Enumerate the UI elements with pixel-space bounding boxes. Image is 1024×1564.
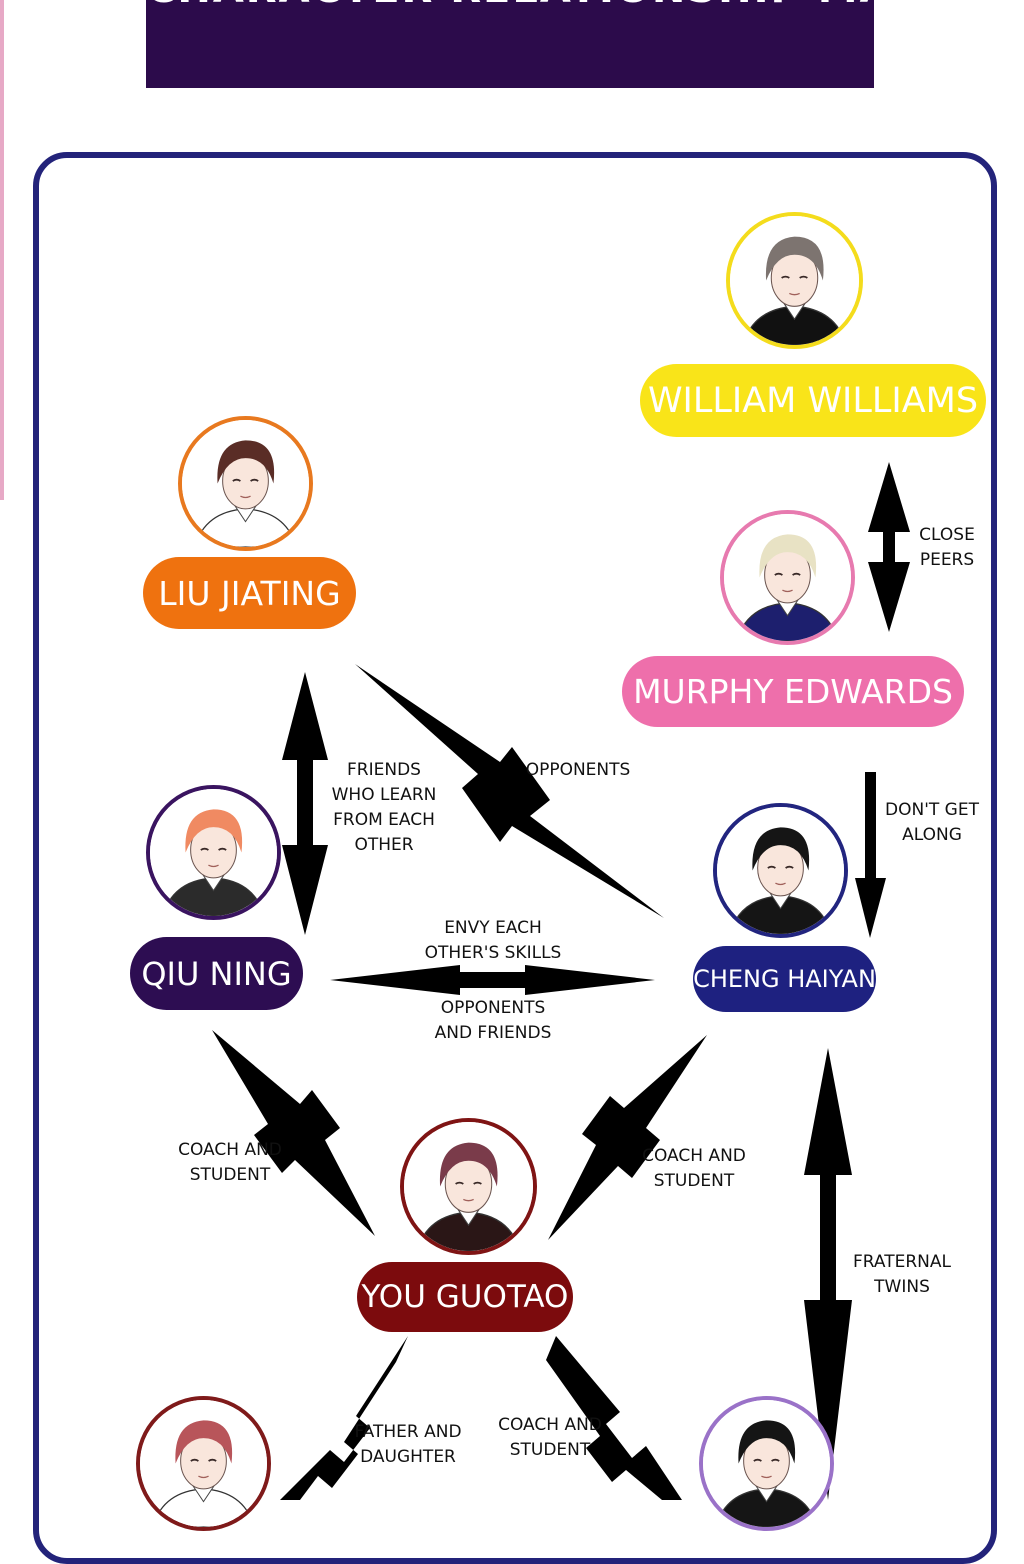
name-you-guotao: YOU GUOTAO — [357, 1262, 573, 1332]
title-banner: CHARACTER RELATIONSHIP MAP — [146, 0, 874, 88]
name-murphy-edwards: MURPHY EDWARDS — [622, 656, 964, 727]
arrow-fraternal-twins — [804, 1048, 852, 1500]
arrow-opponents — [355, 664, 664, 918]
relationship-arrows — [212, 462, 910, 1500]
liu-jiating-avatar — [178, 416, 313, 551]
page-title: CHARACTER RELATIONSHIP MAP — [146, 0, 874, 12]
arrow-coach-bottom — [546, 1336, 682, 1500]
label-opponents: OPPONENTS — [525, 760, 631, 780]
portrait-illustration — [150, 789, 277, 916]
name-cheng-haiyan: CHENG HAIYAN — [693, 946, 876, 1012]
twin-sister-avatar — [699, 1396, 834, 1531]
arrow-father-daughter — [280, 1336, 408, 1500]
murphy-edwards-avatar — [720, 510, 855, 645]
name-qiu-ning: QIU NING — [130, 937, 303, 1010]
daughter-avatar — [136, 1396, 271, 1531]
arrow-envy-skills — [330, 965, 655, 995]
arrow-coach-right — [548, 1035, 707, 1240]
portrait-illustration — [404, 1122, 533, 1251]
cheng-haiyan-avatar — [713, 803, 848, 938]
arrow-friends-learn — [282, 672, 328, 935]
portrait-illustration — [717, 807, 844, 934]
arrow-dont-get-along — [855, 772, 886, 938]
portrait-illustration — [730, 216, 859, 345]
portrait-illustration — [140, 1400, 267, 1527]
arrow-coach-left — [212, 1030, 375, 1236]
portrait-illustration — [703, 1400, 830, 1527]
arrow-close-peers — [868, 462, 910, 632]
name-william-williams: WILLIAM WILLIAMS — [640, 364, 986, 437]
qiu-ning-avatar — [146, 785, 281, 920]
side-accent-line — [0, 0, 4, 500]
portrait-illustration — [182, 420, 309, 547]
william-williams-avatar — [726, 212, 863, 349]
you-guotao-avatar — [400, 1118, 537, 1255]
portrait-illustration — [724, 514, 851, 641]
name-liu-jiating: LIU JIATING — [143, 557, 356, 629]
